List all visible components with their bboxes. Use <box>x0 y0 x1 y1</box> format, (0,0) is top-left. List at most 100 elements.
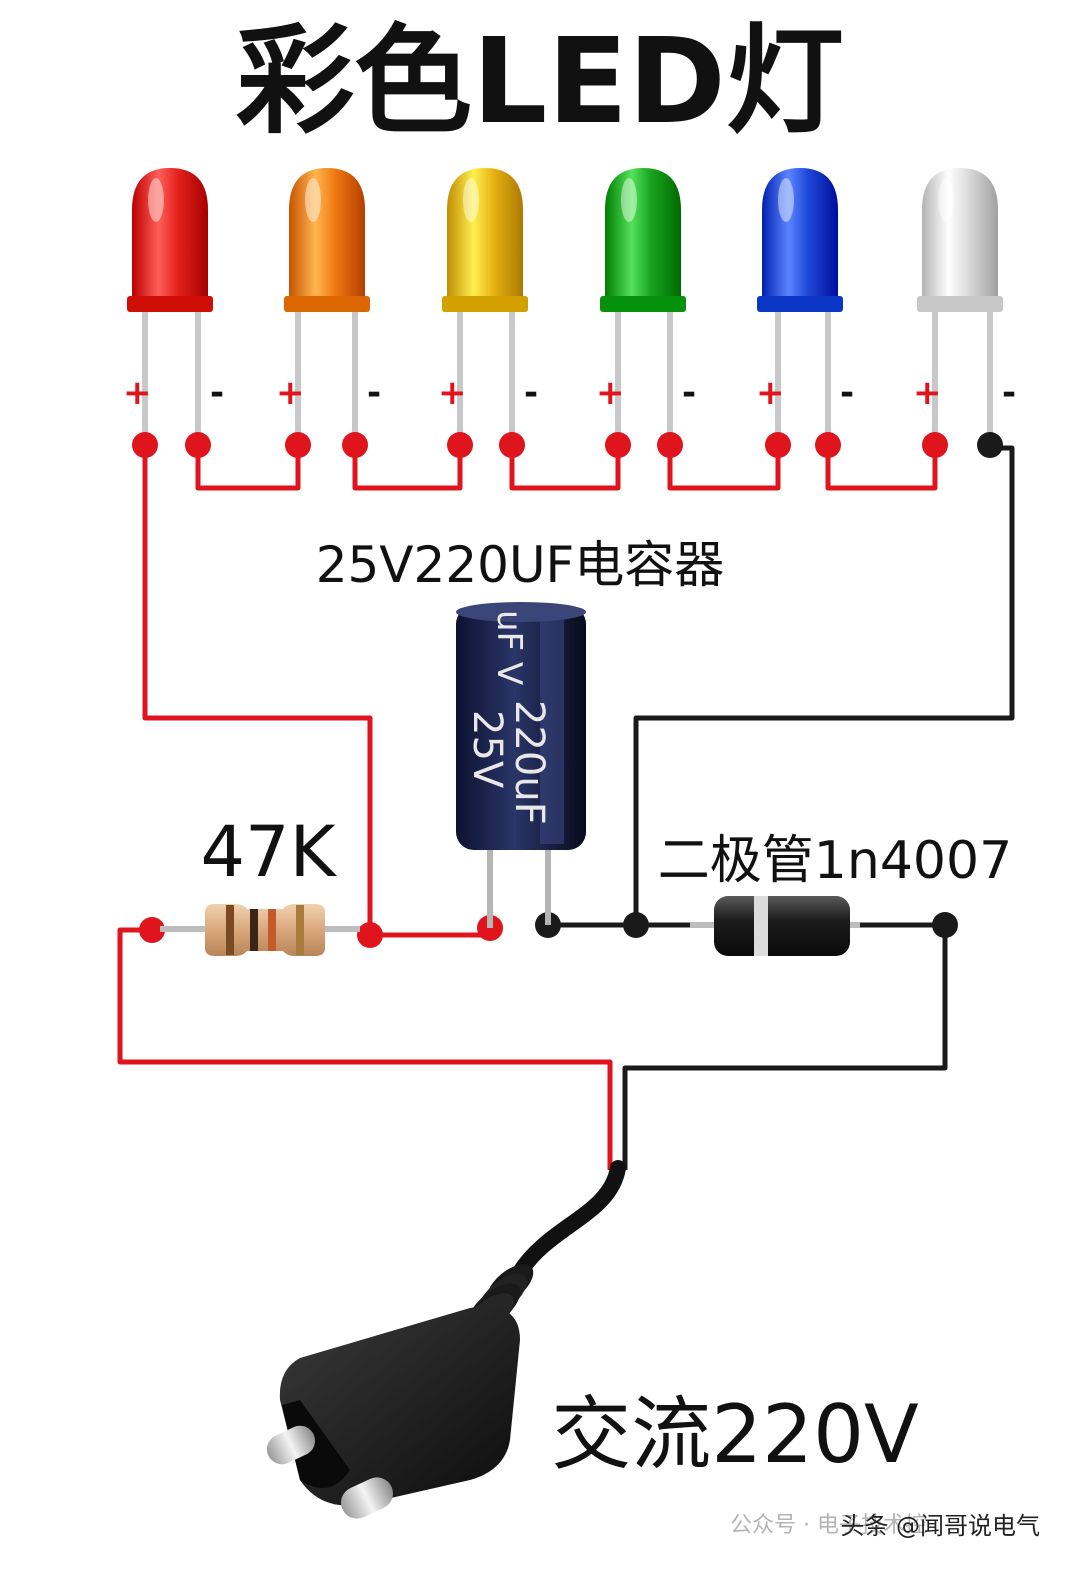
junction-dot <box>357 922 383 948</box>
junction-dot <box>977 432 1003 458</box>
resistor-band-4 <box>296 905 304 955</box>
led-flange <box>127 296 213 312</box>
led-minus-label: - <box>1002 373 1016 413</box>
watermark-text-2: 头条 @闻哥说电气 <box>840 1512 1040 1540</box>
page-title: 彩色LED灯 <box>236 12 844 150</box>
led-lead-anode <box>142 312 148 440</box>
led-body <box>605 168 681 300</box>
junction-dot <box>932 912 958 938</box>
junction-dot <box>132 432 158 458</box>
led-flange <box>757 296 843 312</box>
led-minus-label: - <box>840 373 854 413</box>
wire-led-negative <box>633 445 1015 925</box>
capacitor-label: 25V220UF电容器 <box>316 536 725 594</box>
led-white: +- <box>913 168 1016 440</box>
diode <box>690 896 860 956</box>
led-blue: +- <box>756 168 854 440</box>
capacitor: 220uF 25V uF V <box>456 602 586 928</box>
junction-dot <box>922 432 948 458</box>
led-body <box>762 168 838 300</box>
led-highlight <box>621 178 637 222</box>
capacitor-marking-1: 220uF <box>506 700 552 825</box>
wire-res-plug <box>117 927 613 1170</box>
led-plus-label: + <box>276 373 305 413</box>
led-minus-label: - <box>524 373 538 413</box>
led-body <box>922 168 998 300</box>
led-minus-label: - <box>682 373 696 413</box>
watermark: 公众号 · 电子技术控 <box>730 1513 927 1538</box>
resistor-band-3 <box>268 909 276 951</box>
junction-dot <box>605 432 631 458</box>
led-plus-label: + <box>913 373 942 413</box>
led-flange <box>284 296 370 312</box>
junction-dot <box>342 432 368 458</box>
capacitor-top-marking-text: uF V <box>489 610 529 685</box>
junction-dot <box>765 432 791 458</box>
diode-cathode-band <box>754 896 768 956</box>
wire-led3-led4 <box>509 448 621 491</box>
wire-led5-led6 <box>825 448 938 491</box>
led-body <box>447 168 523 300</box>
plug-label: 交流220V <box>551 1388 919 1481</box>
plug-pin-right <box>341 1477 393 1519</box>
led-highlight <box>778 178 794 222</box>
wire-led2-led3 <box>352 448 463 491</box>
led-lead-anode <box>775 312 781 440</box>
junction-dot <box>447 432 473 458</box>
wire-led1-led2 <box>195 448 301 491</box>
junction-dot <box>623 912 649 938</box>
capacitor-top-marking: uF V <box>489 610 529 685</box>
led-red: +- <box>123 168 224 440</box>
resistor-band-1 <box>226 905 234 955</box>
resistor-body <box>205 904 325 956</box>
led-lead-cathode <box>195 312 201 440</box>
junction-dot <box>285 432 311 458</box>
led-green: +- <box>596 168 696 440</box>
wire-led-positive <box>142 448 373 935</box>
resistor-band-2 <box>250 909 258 951</box>
led-yellow: +- <box>438 168 538 440</box>
plug-cable <box>512 1160 626 1280</box>
junction-dot <box>139 917 165 943</box>
capacitor-marking-2: 25V <box>464 710 510 789</box>
diode-body <box>714 896 850 956</box>
led-plus-label: + <box>123 373 152 413</box>
diode-label: 二极管1n4007 <box>658 831 1012 891</box>
led-lead-cathode <box>987 312 993 440</box>
junction-dot <box>185 432 211 458</box>
junction-dot <box>499 432 525 458</box>
led-lead-anode <box>457 312 463 440</box>
led-flange <box>600 296 686 312</box>
capacitor-stripe <box>540 612 564 844</box>
plug <box>266 1160 626 1519</box>
junction-dot <box>815 432 841 458</box>
led-flange <box>917 296 1003 312</box>
led-lead-cathode <box>667 312 673 440</box>
led-plus-label: + <box>756 373 785 413</box>
capacitor-lead-positive <box>487 840 493 928</box>
capacitor-marking: 220uF 25V <box>464 700 552 825</box>
resistor-label: 47K <box>201 811 338 893</box>
led-lead-anode <box>932 312 938 440</box>
plug-pin-left <box>266 1425 316 1465</box>
wire-led4-led5 <box>667 448 781 491</box>
junction-dots <box>132 432 1003 948</box>
led-highlight <box>305 178 321 222</box>
led-plus-label: + <box>438 373 467 413</box>
led-lead-cathode <box>509 312 515 440</box>
capacitor-lead-negative <box>545 840 551 925</box>
led-minus-label: - <box>210 373 224 413</box>
wire-diode-plug <box>622 922 948 1170</box>
led-row: +-+-+-+-+-+- <box>123 168 1016 440</box>
plug-face <box>282 1400 350 1488</box>
led-body <box>289 168 365 300</box>
led-highlight <box>463 178 479 222</box>
led-highlight <box>148 178 164 222</box>
led-highlight <box>938 178 954 222</box>
led-plus-label: + <box>596 373 625 413</box>
resistor <box>160 904 360 956</box>
led-lead-cathode <box>825 312 831 440</box>
junction-dot <box>657 432 683 458</box>
